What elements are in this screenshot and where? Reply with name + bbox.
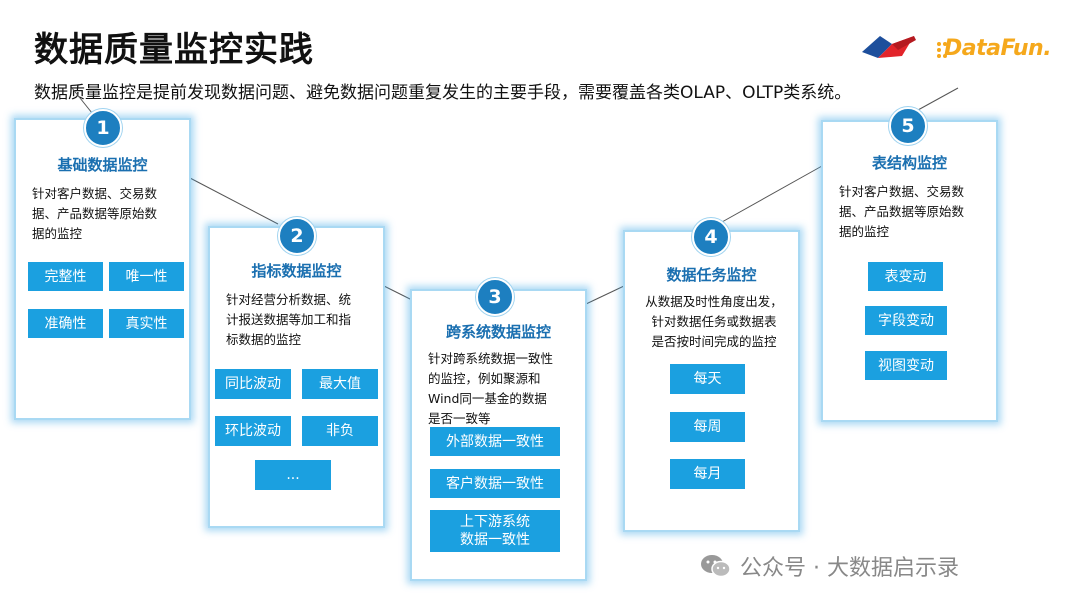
card-description: 从数据及时性角度出发，针对数据任务或数据表是否按时间完成的监控 <box>645 294 783 349</box>
tag-uniqueness: 唯一性 <box>109 262 184 291</box>
step-badge-2: 2 <box>278 217 316 255</box>
card-description: 针对客户数据、交易数据、产品数据等原始数据的监控 <box>839 184 965 239</box>
tag-completeness: 完整性 <box>28 262 103 291</box>
tag-non-negative: 非负 <box>302 416 378 446</box>
tag-weekly: 每周 <box>670 412 745 442</box>
card-basic-data-monitor: 基础数据监控 针对客户数据、交易数据、产品数据等原始数据的监控 完整性 唯一性 … <box>14 118 191 420</box>
card-metric-data-monitor: 指标数据监控 针对经营分析数据、统计报送数据等加工和指标数据的监控 同比波动 最… <box>208 226 385 528</box>
wechat-icon <box>701 555 731 578</box>
watermark-text: 公众号 · 大数据启示录 <box>740 556 959 581</box>
tag-table-change: 表变动 <box>868 262 943 291</box>
page-subtitle: 数据质量监控是提前发现数据问题、避免数据问题重复发生的主要手段，需要覆盖各类OL… <box>34 83 852 103</box>
tag-max-value: 最大值 <box>302 369 378 399</box>
tag-upstream-downstream-consistency: 上下游系统数据一致性 <box>430 510 560 552</box>
step-badge-5: 5 <box>889 107 927 145</box>
card-title: 跨系统数据监控 <box>445 323 551 341</box>
datafun-mark-icon <box>937 42 947 58</box>
card-table-structure-monitor: 表结构监控 针对客户数据、交易数据、产品数据等原始数据的监控 表变动 字段变动 … <box>821 120 998 422</box>
datafun-logo: DataFun. <box>944 36 1052 61</box>
tag-accuracy: 准确性 <box>28 309 103 338</box>
card-description: 针对经营分析数据、统计报送数据等加工和指标数据的监控 <box>226 292 352 347</box>
step-badge-4: 4 <box>692 218 730 256</box>
wechat-watermark: 公众号 · 大数据启示录 <box>700 550 959 582</box>
card-title: 指标数据监控 <box>251 262 342 280</box>
brand-logo-icon <box>862 36 916 58</box>
tag-more: ... <box>255 460 331 490</box>
tag-yoy-fluctuation: 同比波动 <box>215 369 291 399</box>
tag-field-change: 字段变动 <box>865 306 947 335</box>
card-data-task-monitor: 数据任务监控 从数据及时性角度出发，针对数据任务或数据表是否按时间完成的监控 每… <box>623 230 800 532</box>
card-title: 基础数据监控 <box>57 156 148 174</box>
step-badge-3: 3 <box>476 278 514 316</box>
tag-view-change: 视图变动 <box>865 351 947 380</box>
page-title: 数据质量监控实践 <box>34 30 314 70</box>
tag-daily: 每天 <box>670 364 745 394</box>
step-badge-1: 1 <box>84 109 122 147</box>
tag-mom-fluctuation: 环比波动 <box>215 416 291 446</box>
tag-customer-consistency: 客户数据一致性 <box>430 469 560 498</box>
card-title: 数据任务监控 <box>666 266 757 284</box>
tag-external-consistency: 外部数据一致性 <box>430 427 560 456</box>
card-title: 表结构监控 <box>871 154 947 172</box>
card-description: 针对客户数据、交易数据、产品数据等原始数据的监控 <box>32 186 158 241</box>
tag-monthly: 每月 <box>670 459 745 489</box>
tag-authenticity: 真实性 <box>109 309 184 338</box>
